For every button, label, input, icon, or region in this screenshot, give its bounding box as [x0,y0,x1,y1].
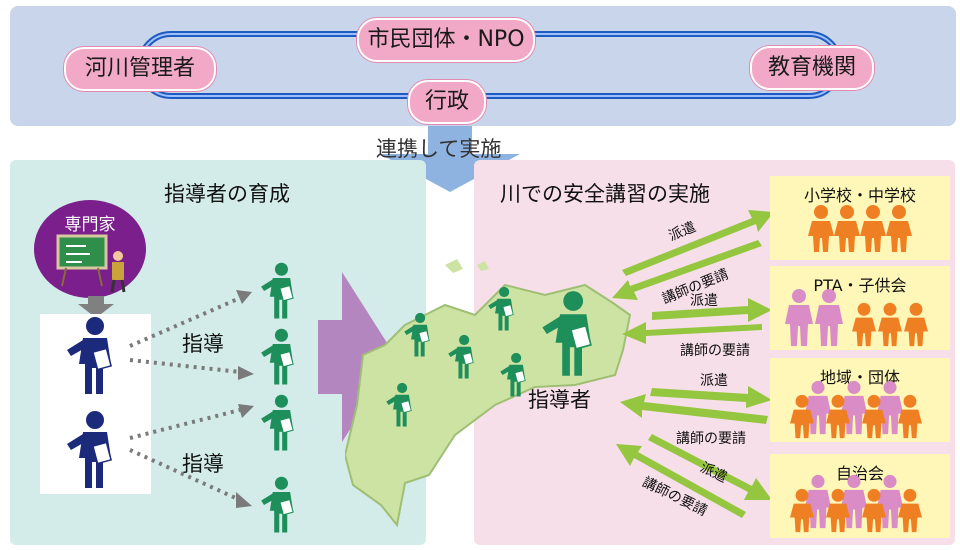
trainer-figure [62,410,124,490]
group-label: 地域・団体 [819,368,900,387]
leader-figure [498,352,532,398]
leader-figure [258,262,302,320]
families-icon [785,289,928,347]
leader-figure [258,394,302,452]
trainer-title: 指導者の育成 [164,182,290,206]
group-box-residents: 自治会 [770,454,950,538]
group-label: 小学校・中学校 [803,186,916,205]
expert-circle: 専門家 [34,200,146,298]
community-icon [790,380,922,439]
link-text: 連携して実施 [376,137,502,161]
main-leader-figure [538,290,604,378]
group-box-school: 小学校・中学校 [770,176,950,260]
expert-label: 専門家 [64,215,116,235]
trainer-figure [62,316,124,396]
big-right-arrow-icon [318,272,396,442]
leader-figure [258,328,302,386]
down-arrow-icon [380,126,520,192]
instruct-label: 指導 [182,452,224,476]
kids-icon [808,205,912,252]
expert-arrow-icon [78,296,114,318]
whiteboard-icon [56,234,126,293]
request-label: 講師の要請 [680,343,750,359]
request-label: 講師の要請 [676,431,746,447]
dispatch-label: 派遣 [700,373,728,389]
org-citizen-npo: 市民団体・NPO [357,18,535,62]
org-education: 教育機関 [750,46,874,90]
dispatch-label: 派遣 [690,293,718,309]
group-box-community: 地域・団体 [770,358,950,442]
dispatch-arrows [612,210,774,518]
lecture-title: 川での安全講習の実施 [500,182,710,206]
leader-figure [402,312,436,358]
leader-figure [486,286,520,332]
instruct-arrows [129,290,254,508]
instruct-label: 指導 [182,332,224,356]
leader-label: 指導者 [528,388,591,412]
leader-figure [258,476,302,534]
residents-icon [790,474,922,533]
group-box-pta: PTA・子供会 [770,266,950,350]
org-government: 行政 [408,80,486,124]
org-river-manager: 河川管理者 [64,47,216,91]
leader-figure [384,382,418,428]
group-label: 自治会 [835,464,884,483]
group-label: PTA・子供会 [813,276,907,295]
leader-figure [446,334,480,380]
